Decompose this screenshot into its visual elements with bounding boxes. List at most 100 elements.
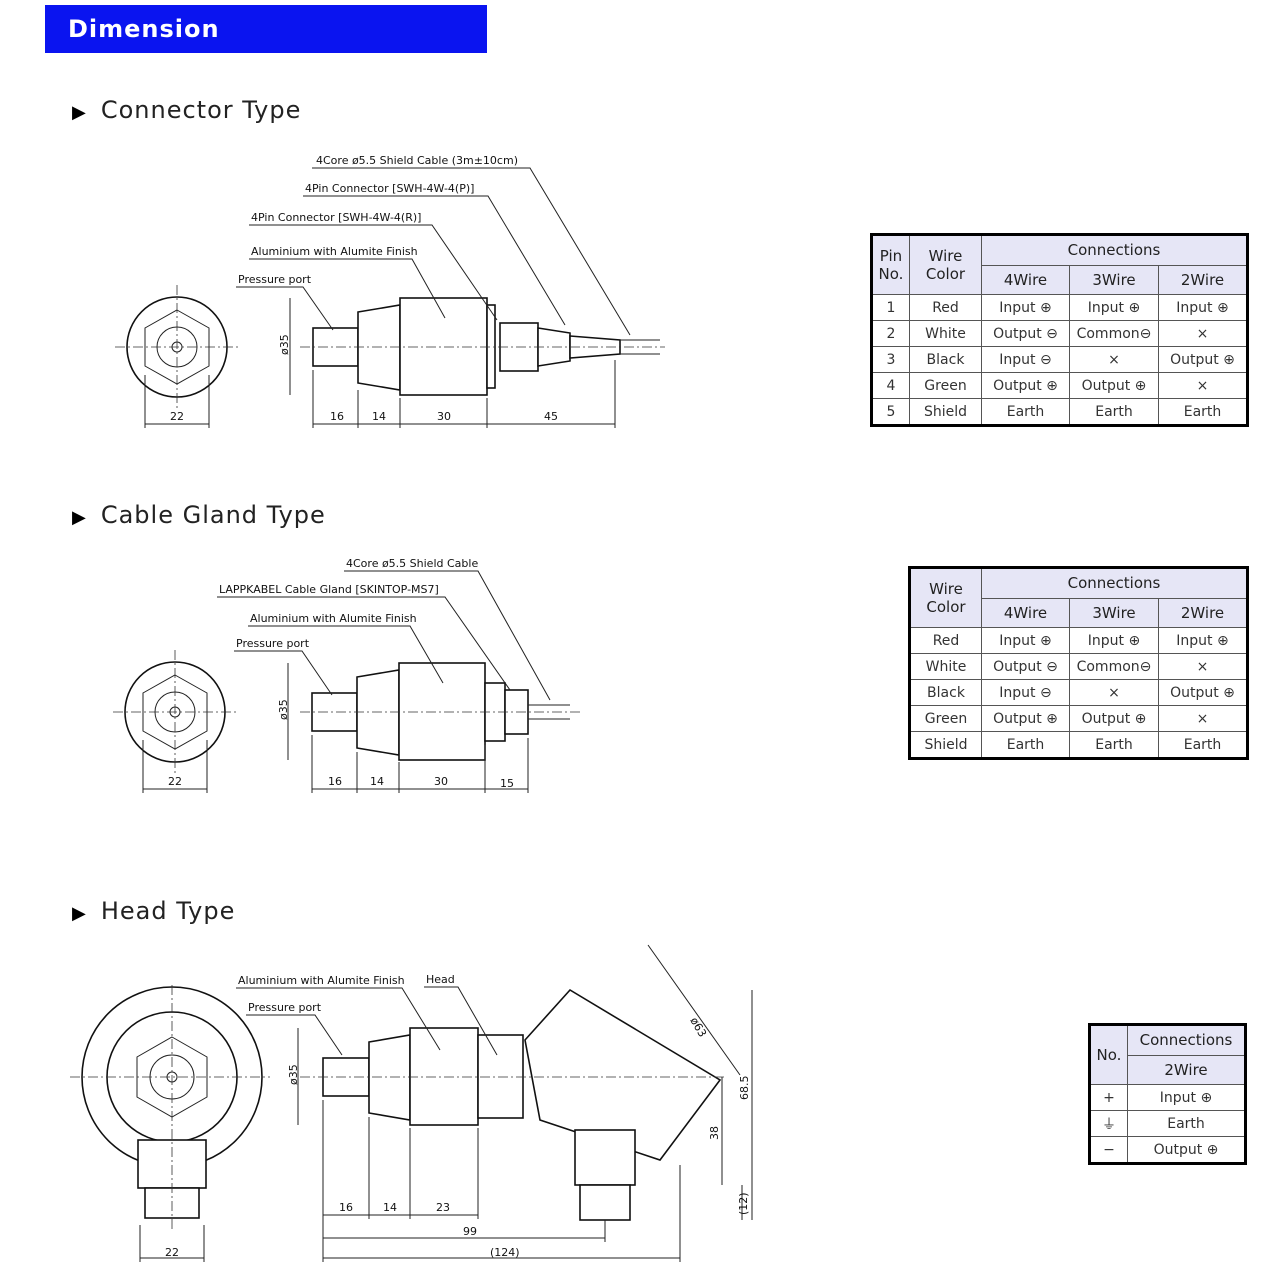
connector-type-drawing: 22 ø35 16 14 30 45 4Core ø5.5 Shield Cab…	[115, 154, 665, 428]
column-header: 2Wire	[1158, 597, 1248, 628]
table-row: +Input ⊕	[1089, 1084, 1246, 1111]
table-cell: Input ⊕	[1069, 627, 1159, 654]
table-cell: ×	[1158, 372, 1248, 399]
column-header: Pin No.	[871, 234, 910, 295]
column-header: 3Wire	[1069, 597, 1159, 628]
table-row: ⏚Earth	[1089, 1110, 1246, 1137]
table-cell: Input ⊖	[981, 679, 1070, 706]
table-cell: Red	[909, 627, 982, 654]
leader-label: Pressure port	[238, 273, 312, 286]
dim-label: 30	[434, 775, 448, 788]
dim-label: (124)	[490, 1246, 520, 1259]
column-header: 4Wire	[981, 597, 1070, 628]
column-header: 4Wire	[981, 264, 1070, 295]
dim-label: 68.5	[738, 1076, 751, 1101]
dim-label: (12)	[737, 1192, 750, 1215]
table-cell: ×	[1158, 653, 1248, 680]
table-cell: ×	[1069, 679, 1159, 706]
table-cell: 2	[871, 320, 910, 347]
leader-label: Aluminium with Alumite Finish	[251, 245, 418, 258]
table-cell: ×	[1158, 320, 1248, 347]
table-cell: +	[1089, 1084, 1128, 1111]
dim-label: 14	[383, 1201, 397, 1214]
dim-label: 30	[437, 410, 451, 423]
section-title-text: Cable Gland Type	[100, 501, 326, 529]
table-cell: 3	[871, 346, 910, 373]
table-cell: Output ⊖	[981, 320, 1070, 347]
cable-gland-type-drawing: 22 ø35 16 14 30 15 4Core ø5.5 Shield Cab…	[113, 557, 580, 793]
header-row: No.Connections	[1089, 1024, 1246, 1085]
table-cell: Input ⊕	[1127, 1084, 1246, 1111]
leader-label: 4Pin Connector [SWH-4W-4(R)]	[251, 211, 421, 224]
column-header: Connections	[981, 567, 1248, 599]
table-cell: Common⊖	[1069, 320, 1159, 347]
header-row: 2Wire	[1090, 1054, 1246, 1085]
section-title-connector: ▶ Connector Type	[72, 96, 301, 124]
table-cell: 4	[871, 372, 910, 399]
triangle-bullet-icon: ▶	[72, 903, 87, 924]
dim-label: 16	[339, 1201, 353, 1214]
leader-label: 4Core ø5.5 Shield Cable (3m±10cm)	[316, 154, 518, 167]
table-cell: Green	[909, 705, 982, 732]
table-cell: −	[1089, 1136, 1128, 1164]
table-cell: ×	[1069, 346, 1159, 373]
leader-label: Pressure port	[236, 637, 310, 650]
section-title-text: Connector Type	[100, 96, 302, 124]
leader-label: Head	[426, 973, 455, 986]
leader-label: LAPPKABEL Cable Gland [SKINTOP-MS7]	[219, 583, 439, 596]
table-cell: Output ⊕	[1127, 1136, 1246, 1164]
table-cell: Input ⊕	[981, 627, 1070, 654]
table-cell: Earth	[1158, 731, 1248, 759]
dim-label: 23	[436, 1201, 450, 1214]
triangle-bullet-icon: ▶	[72, 507, 87, 528]
dim-label: 22	[165, 1246, 179, 1259]
table-cell: ×	[1158, 705, 1248, 732]
table-cell: Green	[909, 372, 982, 399]
table-cell: Input ⊕	[1158, 627, 1248, 654]
leader-label: Aluminium with Alumite Finish	[250, 612, 417, 625]
table-cell: Earth	[1069, 731, 1159, 759]
table-cell: 5	[871, 398, 910, 426]
table-cell: Common⊖	[1069, 653, 1159, 680]
dim-label: 14	[372, 410, 386, 423]
table-cell: 1	[871, 294, 910, 321]
dim-label: ø35	[287, 1064, 300, 1085]
table-cell: Output ⊖	[981, 653, 1070, 680]
column-header: No.	[1089, 1024, 1128, 1085]
triangle-bullet-icon: ▶	[72, 102, 87, 123]
leader-label: 4Pin Connector [SWH-4W-4(P)]	[305, 182, 474, 195]
table-cell: Earth	[981, 398, 1070, 426]
dim-label: 14	[370, 775, 384, 788]
section-title-cable-gland: ▶ Cable Gland Type	[72, 501, 326, 529]
dim-label: 22	[168, 775, 182, 788]
column-header: Wire Color	[909, 234, 982, 295]
table-cell: Input ⊕	[1158, 294, 1248, 321]
column-header: 2Wire	[1158, 264, 1248, 295]
table-cell: Black	[909, 679, 982, 706]
table-cell: White	[909, 653, 982, 680]
dim-label: 99	[463, 1225, 477, 1238]
table-cell: Input ⊖	[981, 346, 1070, 373]
table-cell: Output ⊕	[981, 372, 1070, 399]
section-title-head: ▶ Head Type	[72, 897, 235, 925]
dim-label: 45	[544, 410, 558, 423]
section-title-text: Head Type	[100, 897, 236, 925]
column-header: Wire Color	[909, 567, 982, 628]
dim-label: 22	[170, 410, 184, 423]
table-cell: Shield	[909, 731, 982, 759]
